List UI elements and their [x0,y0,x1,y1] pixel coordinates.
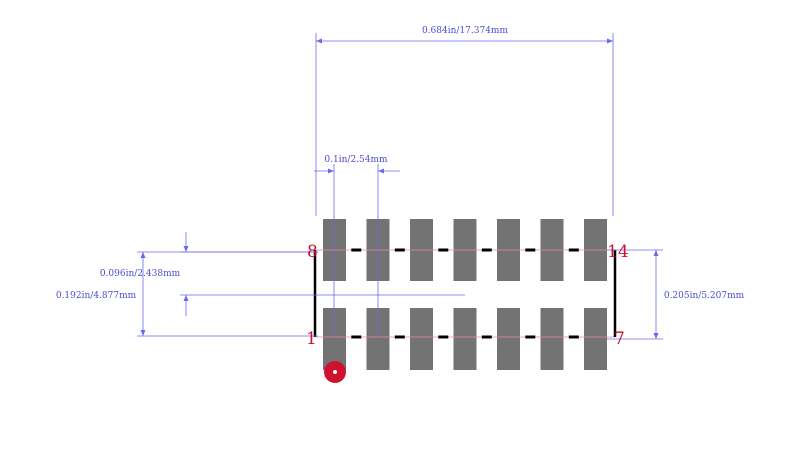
bottom-pad [540,308,564,370]
row-span-label: 0.192in/4.877mm [56,291,137,301]
total-length-label: 0.684in/17.374mm [422,26,508,36]
total-length-dimension: 0.684in/17.374mm [315,26,614,216]
pin-label-bottom-left: 1 [306,329,317,349]
pitch-label: 0.1in/2.54mm [324,155,388,165]
row-span-dimension: 0.192in/4.877mm [56,251,318,337]
half-row-span-label: 0.096in/2.438mm [100,269,181,279]
bottom-pad [584,308,607,370]
package-outline [351,248,579,339]
pin-label-top-right: 14 [607,242,629,262]
bottom-pad [410,308,433,370]
pin1-marker-icon [324,361,346,383]
bottom-pad [453,308,477,370]
overall-width-label: 0.205in/5.207mm [664,291,745,301]
pads-group [323,219,607,370]
pitch-dimension: 0.1in/2.54mm [314,155,400,338]
pin-label-bottom-right: 7 [614,329,625,349]
bottom-pad [323,308,346,370]
pin-label-top-left: 8 [307,242,318,262]
bottom-pad [497,308,520,370]
overall-width-dimension: 0.205in/5.207mm [607,249,745,340]
bottom-pad [366,308,390,370]
